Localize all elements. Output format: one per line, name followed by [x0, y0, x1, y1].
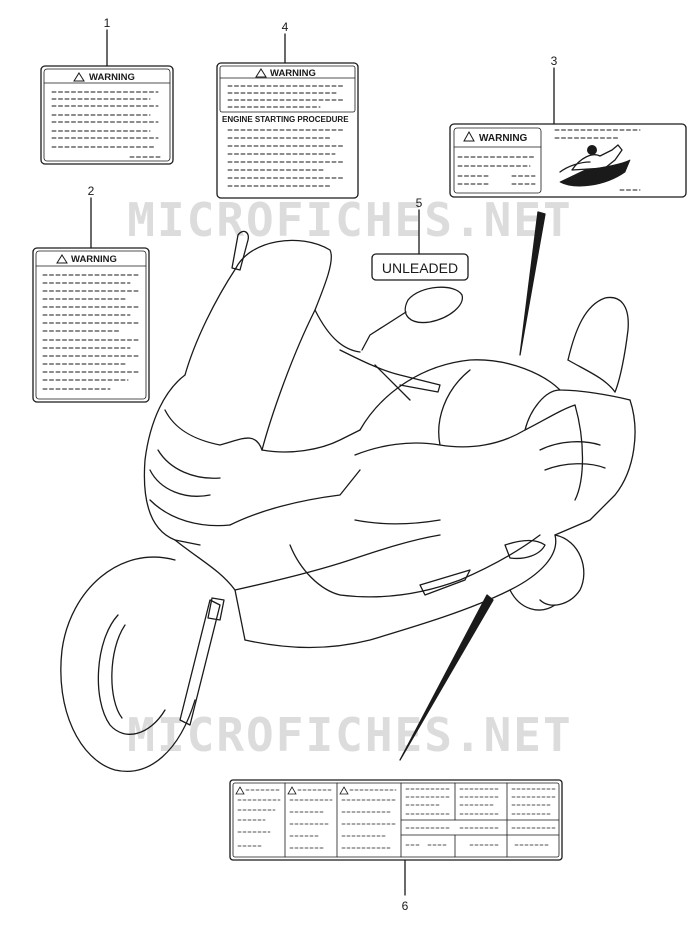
label-3-title: WARNING	[479, 133, 528, 144]
label-6-spec-plate	[229, 779, 563, 861]
warning-triangle-icon	[339, 786, 349, 795]
label-3-header: WARNING	[463, 130, 528, 144]
pointer-3	[519, 211, 546, 356]
label-2-title: WARNING	[71, 254, 117, 265]
warning-triangle-icon	[287, 786, 297, 795]
label-4-warning	[216, 62, 359, 199]
callout-5: 5	[416, 196, 423, 210]
label-1-title: WARNING	[89, 72, 135, 83]
label-5-text: UNLEADED	[382, 260, 458, 276]
label-3-warning	[449, 123, 687, 198]
label-2-header: WARNING	[56, 254, 117, 265]
label-5-unleaded	[371, 253, 469, 281]
watermark-top: MICROFICHES.NET	[127, 193, 572, 247]
warning-triangle-icon	[235, 786, 245, 795]
label-4-title: WARNING	[270, 68, 316, 79]
callout-6: 6	[402, 899, 409, 913]
scooter-drawing	[60, 230, 636, 772]
callout-4: 4	[282, 20, 289, 34]
callout-3: 3	[551, 54, 558, 68]
label-4-subtitle: ENGINE STARTING PROCEDURE	[222, 115, 349, 124]
callout-1: 1	[104, 16, 111, 30]
warning-triangle-icon	[73, 72, 85, 82]
callout-2: 2	[88, 184, 95, 198]
label-4-header: WARNING ENGINE STARTING PROCEDURE	[222, 68, 349, 124]
warning-triangle-icon	[56, 254, 68, 264]
warning-triangle-icon	[255, 68, 267, 78]
watermark-bottom: MICROFICHES.NET	[127, 708, 572, 762]
pointer-6	[399, 594, 494, 761]
warning-triangle-icon	[463, 130, 475, 142]
label-1-header: WARNING	[73, 72, 135, 83]
label-2-warning	[32, 247, 150, 403]
